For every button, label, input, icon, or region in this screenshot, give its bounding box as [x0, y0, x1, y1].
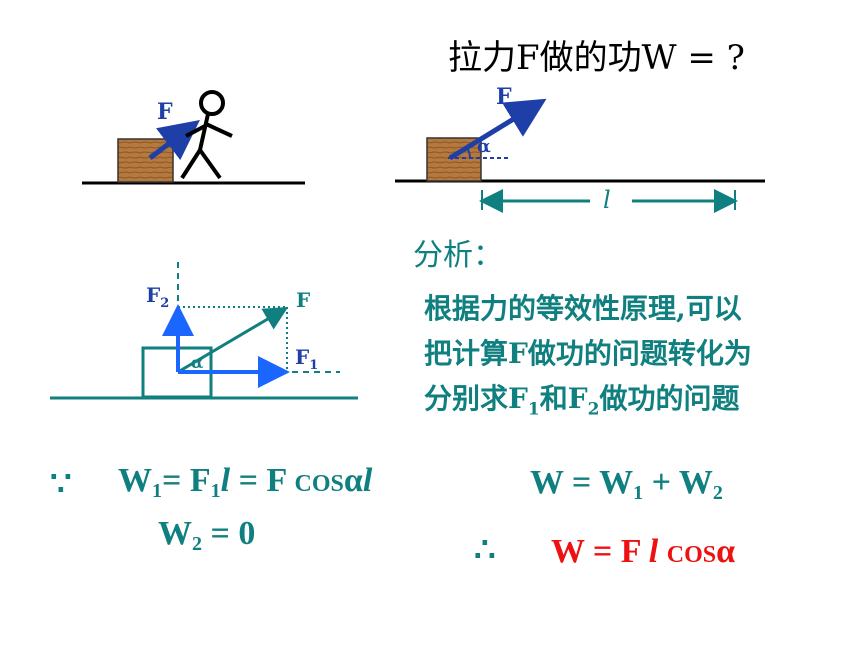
decomp-f1-label: F1: [295, 345, 319, 373]
scene-right: [395, 98, 765, 213]
therefore-symbol: ∴: [474, 530, 496, 570]
decomposition-diagram: [50, 262, 358, 400]
scene-left: [82, 90, 305, 185]
stick-figure: [180, 90, 233, 180]
force-label-right: F: [496, 84, 512, 110]
equation-w2: W2 = 0: [158, 515, 256, 555]
distance-label: l: [603, 186, 611, 214]
force-arrow-left: [148, 119, 200, 161]
analysis-heading: 分析：: [413, 238, 503, 273]
force-label-left: F: [157, 99, 173, 125]
force-arrow-f: [177, 306, 289, 374]
equation-w-sum: W = W1 + W2: [530, 464, 723, 504]
person-head: [199, 90, 225, 116]
decomp-f-label: F: [296, 288, 311, 312]
page-title: 拉力F做的功W = ?: [448, 38, 745, 78]
decomp-alpha-label: α: [191, 353, 204, 372]
analysis-text: 根据力的等效性原理,可以 把计算F做功的问题转化为 分别求F1和F2做功的问题: [424, 286, 752, 433]
analysis-line-1: 根据力的等效性原理,可以: [424, 292, 742, 325]
equation-w1: W1= F1l = F COSαl: [118, 462, 373, 502]
decomp-f2-label: F2: [146, 283, 170, 311]
angle-label-right: α: [477, 136, 491, 157]
analysis-line-2: 把计算F做功的问题转化为: [424, 337, 752, 370]
equation-result: W = F l COSα: [551, 533, 736, 570]
analysis-line-3: 分别求F1和F2做功的问题: [424, 382, 740, 420]
force-arrow-right: [448, 98, 547, 161]
because-symbol: ∵: [50, 464, 72, 504]
